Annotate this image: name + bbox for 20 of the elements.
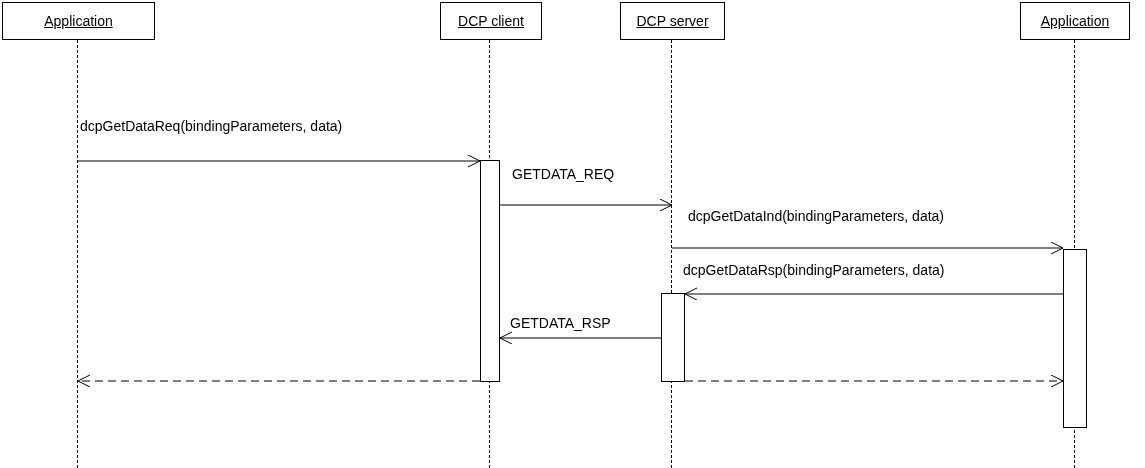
message-arrow: [671, 241, 1064, 255]
message-arrow: [77, 154, 481, 168]
message-label: dcpGetDataReq(bindingParameters, data): [80, 118, 343, 134]
message-label: dcpGetDataInd(bindingParameters, data): [688, 208, 945, 224]
message-arrow: [499, 198, 673, 212]
activation-bar: [661, 293, 685, 382]
lifeline: [77, 40, 79, 468]
message-arrow: [77, 374, 481, 388]
participant-box: Application: [1020, 2, 1130, 40]
message-arrow: [684, 287, 1064, 301]
participant-box: Application: [2, 2, 155, 40]
message-label: dcpGetDataRsp(bindingParameters, data): [683, 262, 945, 278]
participant-box: DCP server: [620, 2, 725, 40]
participant-box: DCP client: [440, 2, 542, 40]
message-label: GETDATA_RSP: [510, 315, 611, 331]
activation-bar: [480, 160, 500, 382]
message-arrow: [684, 374, 1064, 388]
activation-bar: [1063, 249, 1087, 428]
message-label: GETDATA_REQ: [512, 166, 615, 182]
message-arrow: [499, 331, 662, 345]
